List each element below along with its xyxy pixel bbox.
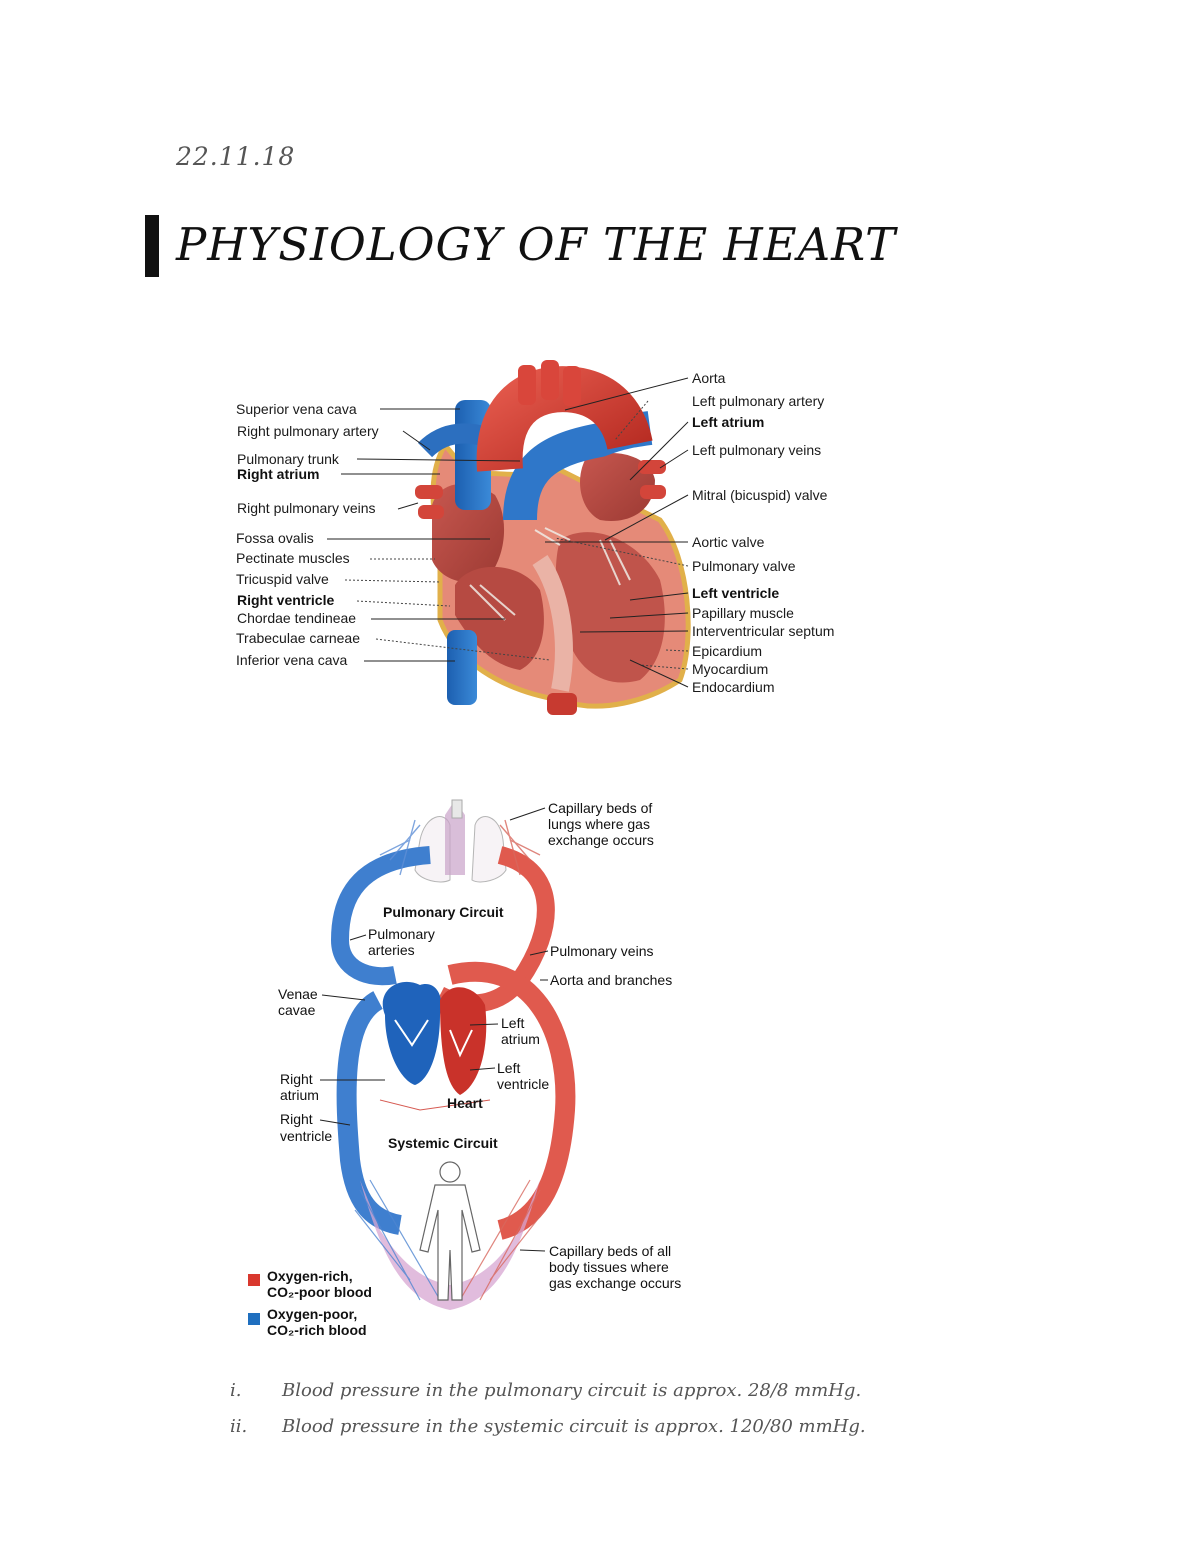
list-number: i. [230,1379,242,1401]
label-left-ventricle-1: Left [497,1060,520,1076]
label-pectinate-muscles: Pectinate muscles [236,550,350,566]
note-text: Blood pressure in the pulmonary circuit … [282,1379,862,1401]
schematic-heart [379,981,491,1111]
left-pulmonary-veins-shape [638,460,666,474]
left-ventricle-chamber [555,532,665,683]
body-capillary-bed [360,1180,540,1310]
list-item: ii. Blood pressure in the systemic circu… [230,1408,866,1444]
label-venae-cavae-1: Venae [278,986,318,1002]
label-right-pulmonary-artery: Right pulmonary artery [237,423,379,439]
right-pulmonary-veins-shape [415,485,443,499]
label-epicardium: Epicardium [692,643,762,659]
label-left-atrium-1: Left [501,1015,524,1031]
label-systemic-circuit: Systemic Circuit [388,1135,498,1151]
label-right-ventricle: Right ventricle [237,592,334,608]
label-interventricular-septum: Interventricular septum [692,623,834,639]
label-right-ventricle-1: Right [280,1111,313,1127]
notes-list: i. Blood pressure in the pulmonary circu… [230,1372,866,1444]
label-aorta-branches: Aorta and branches [550,972,672,988]
left-atrium-chamber [580,452,655,521]
label-fossa-ovalis: Fossa ovalis [236,530,314,546]
label-right-pulmonary-veins: Right pulmonary veins [237,500,376,516]
label-pulmonary-valve: Pulmonary valve [692,558,796,574]
label-aorta: Aorta [692,370,726,386]
label-papillary-muscle: Papillary muscle [692,605,794,621]
label-body-capillaries-2: body tissues where [549,1259,669,1275]
label-venae-cavae-2: cavae [278,1002,316,1018]
label-pulmonary-veins: Pulmonary veins [550,943,654,959]
legend: Oxygen-rich, CO₂-poor blood Oxygen-poor,… [248,1268,372,1338]
pulmonary-artery-loop [330,846,431,986]
label-right-ventricle-2: ventricle [280,1128,332,1144]
heading-bar [145,215,159,277]
label-endocardium: Endocardium [692,679,775,695]
page-title: PHYSIOLOGY OF THE HEART [176,218,897,271]
label-right-atrium-2: atrium [280,1087,319,1103]
label-left-atrium: Left atrium [692,414,764,430]
lungs-illustration [414,799,507,883]
label-body-capillaries-1: Capillary beds of all [549,1243,671,1259]
label-trabeculae-carneae: Trabeculae carneae [236,630,360,646]
label-left-ventricle: Left ventricle [692,585,779,601]
label-mitral-valve: Mitral (bicuspid) valve [692,487,828,503]
note-text: Blood pressure in the systemic circuit i… [282,1415,866,1437]
circulation-diagram: Capillary beds of lungs where gas exchan… [248,799,681,1338]
label-left-ventricle-2: ventricle [497,1076,549,1092]
label-pulmonary-arteries-2: arteries [368,942,415,958]
human-body-silhouette [419,1161,481,1301]
heart-right-leaders [545,377,689,688]
legend-oxygen-poor-2: CO₂-rich blood [267,1322,367,1338]
legend-swatch-oxygen-poor [248,1313,260,1325]
label-pulmonary-arteries-1: Pulmonary [368,926,435,942]
label-pulmonary-circuit: Pulmonary Circuit [383,904,504,920]
list-item: i. Blood pressure in the pulmonary circu… [230,1372,866,1408]
heart-left-leaders [327,408,551,662]
date: 22.11.18 [176,142,296,171]
label-superior-vena-cava: Superior vena cava [236,401,357,417]
label-lung-capillaries-1: Capillary beds of [548,800,652,816]
legend-swatch-oxygen-rich [248,1274,260,1286]
label-aortic-valve: Aortic valve [692,534,765,550]
legend-oxygen-rich-1: Oxygen-rich, [267,1268,353,1284]
label-inferior-vena-cava: Inferior vena cava [236,652,347,668]
legend-oxygen-rich-2: CO₂-poor blood [267,1284,372,1300]
list-number: ii. [230,1415,248,1437]
label-myocardium: Myocardium [692,661,768,677]
label-heart: Heart [447,1095,483,1111]
systemic-arterial-loop [447,961,576,1240]
heart-anatomy-diagram: Superior vena cava Right pulmonary arter… [236,360,834,715]
label-right-atrium-1: Right [280,1071,313,1087]
legend-oxygen-poor-1: Oxygen-poor, [267,1306,357,1322]
label-lung-capillaries-2: lungs where gas [548,816,650,832]
heart-left-labels: Superior vena cava Right pulmonary arter… [236,401,379,668]
heart-right-labels: Aorta Left pulmonary artery Left atrium … [692,370,834,695]
label-body-capillaries-3: gas exchange occurs [549,1275,681,1291]
label-lung-capillaries-3: exchange occurs [548,832,654,848]
label-left-pulmonary-artery: Left pulmonary artery [692,393,824,409]
label-pulmonary-trunk: Pulmonary trunk [237,451,340,467]
label-left-atrium-2: atrium [501,1031,540,1047]
label-tricuspid-valve: Tricuspid valve [236,571,329,587]
inferior-vena-cava-shape [447,630,477,705]
label-right-atrium: Right atrium [237,466,319,482]
label-left-pulmonary-veins: Left pulmonary veins [692,442,821,458]
label-chordae-tendineae: Chordae tendineae [237,610,356,626]
septum [532,555,573,692]
